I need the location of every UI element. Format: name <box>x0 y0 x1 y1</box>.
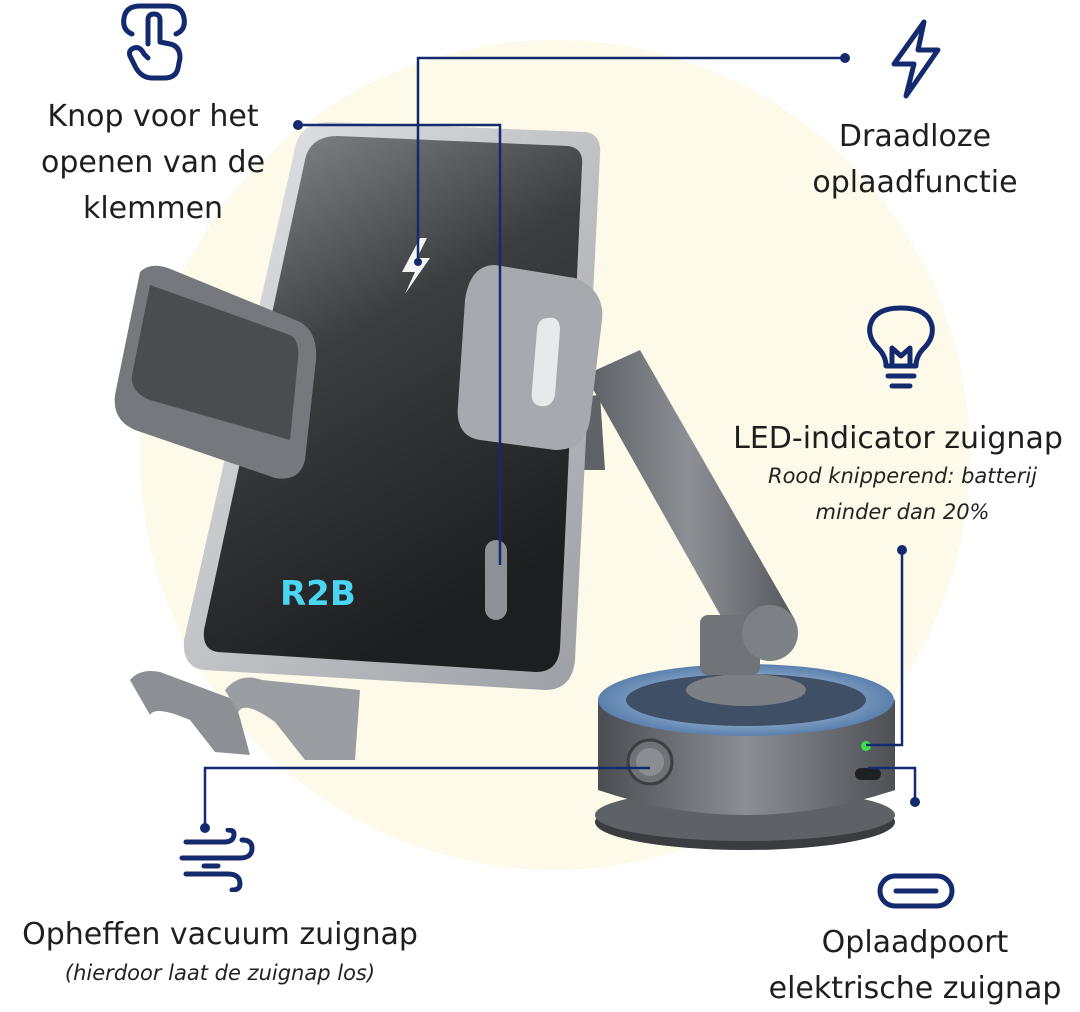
callout-release-note: (hierdoor laat de zuignap los) <box>64 961 376 985</box>
callout-led-note-line-2: minder dan 20% <box>815 500 990 524</box>
leader-wireless <box>416 56 845 262</box>
leader-port <box>868 766 917 800</box>
phone-cradle: R2B <box>114 122 603 760</box>
callout-wireless-charging: Draadloze oplaadfunctie <box>790 114 1040 206</box>
brand-logo: R2B <box>280 574 356 614</box>
usb-c-port-icon <box>877 873 955 909</box>
leader-clamp-button <box>298 123 502 565</box>
callout-led-title: LED-indicator zuignap <box>733 421 1063 456</box>
callout-clamp-button-line-1: Knop voor het <box>47 99 259 134</box>
wind-icon <box>179 828 255 892</box>
callout-clamp-button-line-3: klemmen <box>82 191 224 226</box>
callout-charging-port: Oplaadpoort elektrische zuignap <box>750 920 1080 1012</box>
callout-wireless-line-1: Draadloze <box>838 119 992 154</box>
callout-led-note: Rood knipperend: batterij minder dan 20% <box>730 458 1075 530</box>
suction-cup-base <box>595 664 895 850</box>
callout-clamp-button: Knop voor het openen van de klemmen <box>18 94 288 232</box>
lightning-bolt-icon <box>891 19 941 99</box>
callout-clamp-button-line-2: openen van de <box>40 145 266 180</box>
clamp-open-button <box>485 540 507 620</box>
callout-led-note-line-1: Rood knipperend: batterij <box>767 464 1037 488</box>
callout-charging-port-line-2: elektrische zuignap <box>768 971 1062 1006</box>
usb-c-port <box>855 768 881 780</box>
leader-led <box>866 550 904 747</box>
leader-release <box>203 766 650 828</box>
lightbulb-icon <box>867 305 935 389</box>
callout-release-title: Opheffen vacuum zuignap <box>22 917 418 952</box>
callout-wireless-line-2: oplaadfunctie <box>812 165 1018 200</box>
callout-charging-port-line-1: Oplaadpoort <box>821 925 1009 960</box>
finger-tap-icon <box>121 3 187 81</box>
charging-bolt-mark <box>402 238 430 294</box>
